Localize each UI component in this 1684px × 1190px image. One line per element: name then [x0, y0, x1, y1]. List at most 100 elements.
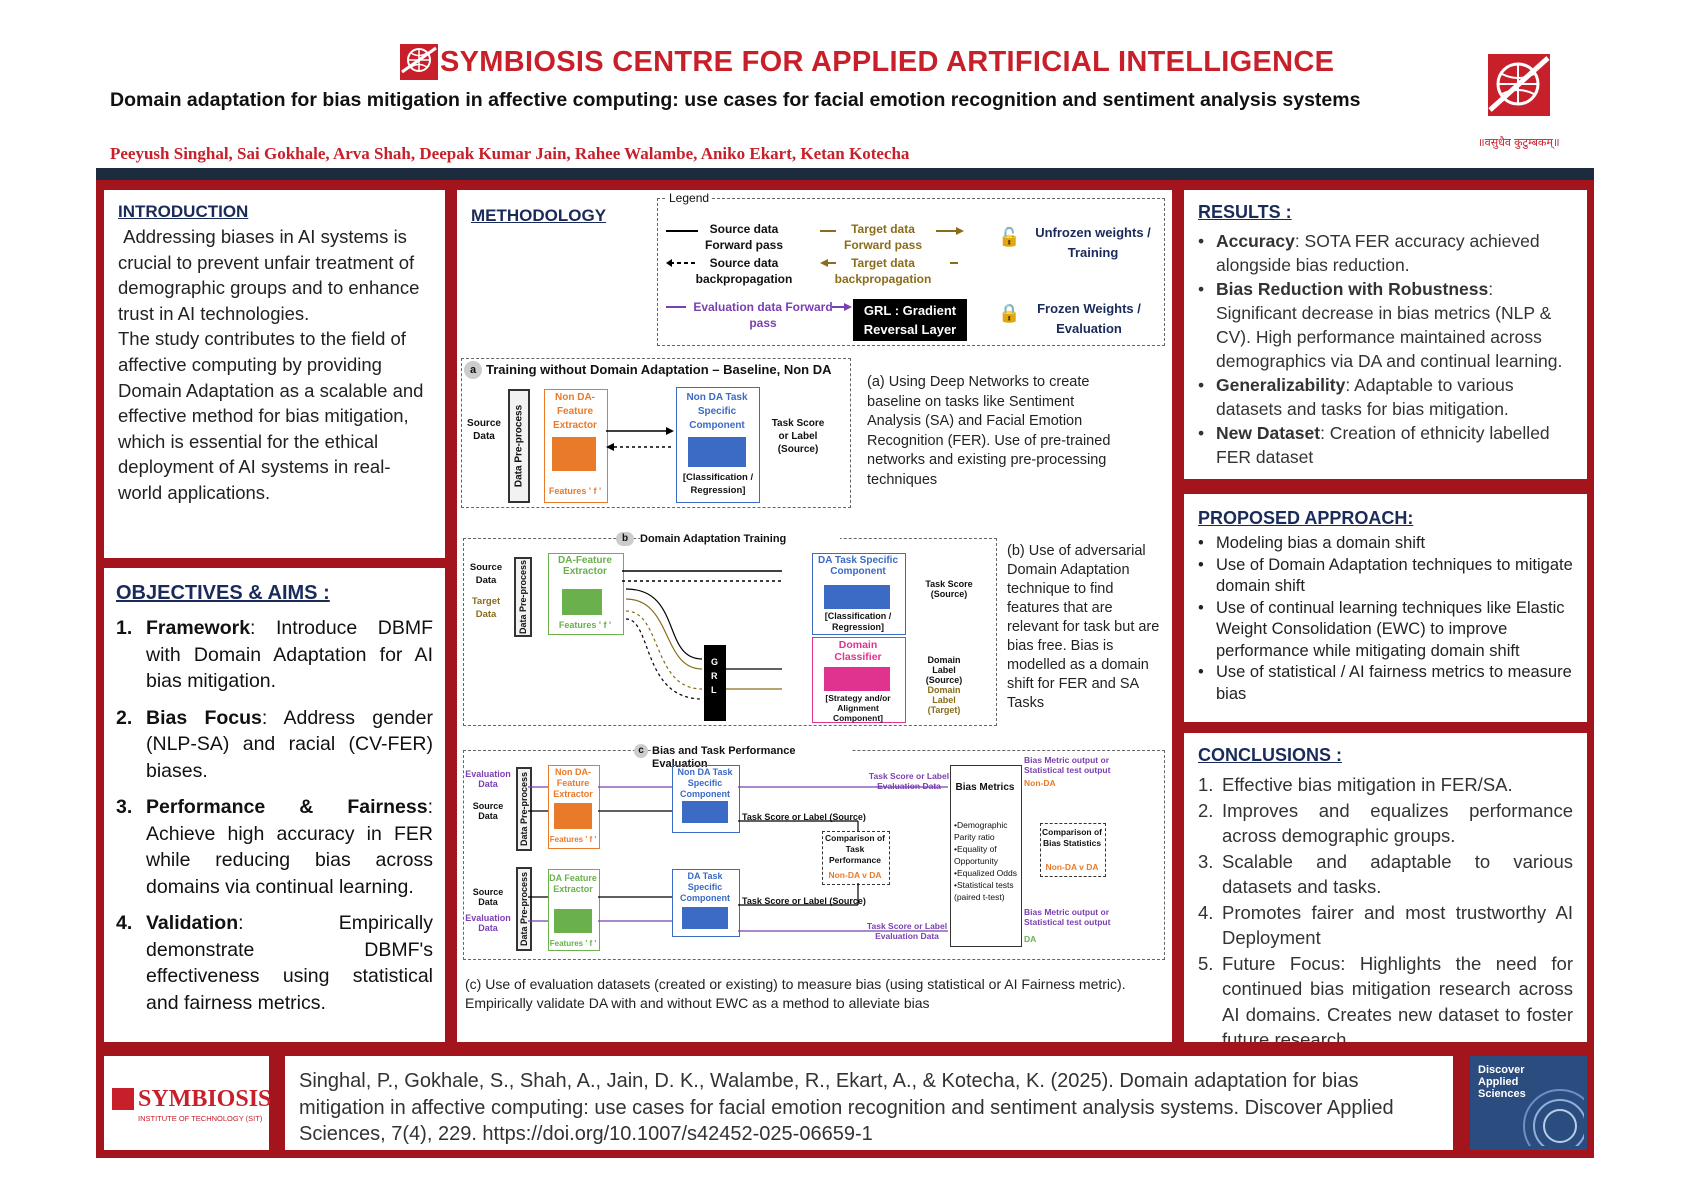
- conclusion-item: 4.Promotes fairer and most trustworthy A…: [1198, 900, 1573, 951]
- result-title: New Dataset: [1216, 423, 1321, 443]
- b-domain-tgt: Domain Label (Target): [927, 685, 961, 715]
- b-extractor-box: [548, 553, 624, 635]
- c-bias-metrics-box: [950, 765, 1022, 947]
- c-da-task-box: [672, 869, 740, 937]
- result-item: New Dataset: Creation of ethnicity label…: [1198, 421, 1573, 469]
- legend-eval-fwd: Evaluation data Forward pass: [693, 300, 833, 330]
- sit-logo-panel: SYMBIOSIS INSTITUTE OF TECHNOLOGY (SIT): [104, 1056, 272, 1150]
- conclusion-num: 4.: [1198, 901, 1214, 923]
- b-task-label: DA Task Specific Component: [817, 555, 899, 577]
- b-grl-label: G R L: [711, 657, 719, 695]
- approach-item: Modeling bias a domain shift: [1198, 533, 1575, 555]
- header-divider: [96, 168, 1594, 180]
- sit-logo-icon: [112, 1088, 134, 1110]
- legend-source-back: Source data backpropagation: [695, 256, 793, 286]
- conclusion-item: 2. Improves and equalizes performance acr…: [1198, 798, 1573, 849]
- c-nonda-ext-cnn-icon: [554, 803, 592, 829]
- b-features-label: Features ' f ': [558, 620, 612, 630]
- objectives-list: 1.Framework: Introduce DBMF with Domain …: [116, 615, 433, 1016]
- introduction-text-2: The study contributes to the field of af…: [118, 328, 424, 503]
- a-features-label: Features ' f ': [548, 486, 602, 496]
- citation-text[interactable]: Singhal, P., Gokhale, S., Shah, A., Jain…: [299, 1070, 1394, 1145]
- result-item: Accuracy: SOTA FER accuracy achieved alo…: [1198, 229, 1573, 277]
- c-comparison-task-box: [822, 831, 890, 885]
- c-metrics-list: •Demographic Parity ratio •Equality of O…: [954, 820, 1017, 902]
- conclusion-num: 3.: [1198, 850, 1214, 872]
- a-arrows-icon: [606, 427, 674, 451]
- diagram-c-title: Bias and Task Performance Evaluation: [652, 745, 852, 771]
- c-task-score-eval-bottom: Task Score or Label Evaluation Data: [866, 921, 948, 941]
- a-preprocess-label: Data Pre-process: [513, 404, 525, 488]
- conclusion-text: Improves and equalizes performance acros…: [1222, 799, 1573, 847]
- authors: Peeyush Singhal, Sai Gokhale, Arva Shah,…: [110, 144, 910, 163]
- legend-target-fwd: Target data Forward pass: [843, 222, 923, 252]
- c-eval-label-top: Evaluation Data: [465, 769, 511, 789]
- diagram-b-title: Domain Adaptation Training: [640, 533, 840, 546]
- sit-logo-name: SYMBIOSIS: [138, 1086, 272, 1112]
- objective-title: Bias Focus: [146, 706, 262, 729]
- methodology-panel: METHODOLOGY Legend Source data Forward p…: [457, 190, 1172, 1042]
- objective-item: 1.Framework: Introduce DBMF with Domain …: [116, 615, 433, 695]
- c-da-task-label: DA Task Specific Component: [680, 871, 730, 903]
- diagram-a-caption: (a) Using Deep Networks to create baseli…: [867, 374, 1111, 488]
- c-nonda-ext-box: [548, 765, 600, 849]
- c-da-ext-label: DA Feature Extractor: [549, 873, 597, 894]
- conclusions-list: 1.Effective bias mitigation in FER/SA. 2…: [1198, 772, 1573, 1042]
- conclusion-text: Effective bias mitigation in FER/SA.: [1222, 774, 1513, 795]
- c-nonda-ext-label: Non DA-Feature Extractor: [553, 767, 593, 799]
- b-preprocess-label: Data Pre-process: [518, 559, 528, 635]
- diagram-c: c Bias and Task Performance Evaluation E…: [463, 744, 1165, 960]
- b-task-net-icon: [824, 585, 890, 609]
- results-heading: RESULTS :: [1198, 202, 1292, 222]
- c-nonda-task-box: [672, 765, 740, 833]
- result-title: Bias Reduction with Robustness: [1216, 279, 1489, 299]
- c-bias-out-top: Bias Metric output or Statistical test o…: [1024, 755, 1111, 775]
- approach-list: Modeling bias a domain shift Use of Doma…: [1198, 533, 1575, 705]
- c-bias-out-bottom: Bias Metric output or Statistical test o…: [1024, 907, 1111, 927]
- introduction-text-1: Addressing biases in AI systems is cruci…: [118, 226, 425, 324]
- c-da-ext-cnn-icon: [554, 909, 592, 933]
- c-eval-label-bottom: Evaluation Data: [465, 913, 511, 933]
- diagram-a-title: Training without Domain Adaptation – Bas…: [486, 362, 832, 377]
- a-preprocess-box: Data Pre-process: [508, 389, 530, 503]
- objectives-heading: OBJECTIVES & AIMS :: [116, 582, 330, 604]
- institute-title: SYMBIOSIS CENTRE FOR APPLIED ARTIFICIAL …: [440, 46, 1335, 78]
- results-list: Accuracy: SOTA FER accuracy achieved alo…: [1198, 229, 1573, 469]
- b-domain-sub: [Strategy and/or Alignment Component]: [825, 693, 891, 723]
- a-extractor-label: Non DA-Feature Extractor: [553, 392, 597, 431]
- result-item: Bias Reduction with Robustness: Signific…: [1198, 277, 1573, 373]
- unlock-icon: 🔓: [998, 227, 1021, 247]
- b-task-out: Task Score (Source): [925, 579, 973, 599]
- c-comparison-bias-label: Comparison of Bias Statistics: [1042, 827, 1102, 848]
- objective-item: 3.Performance & Fairness: Achieve high a…: [116, 794, 433, 900]
- b-extractor-cnn-icon: [562, 589, 602, 615]
- objective-num: 4.: [116, 912, 133, 934]
- introduction-panel: INTRODUCTION Addressing biases in AI sys…: [104, 190, 445, 558]
- b-task-sub: [Classification / Regression]: [824, 611, 892, 632]
- objective-title: Framework: [146, 617, 251, 639]
- c-preprocess-top: Data Pre-process: [516, 767, 532, 851]
- result-title: Accuracy: [1216, 231, 1295, 251]
- legend-box: Legend Source data Forward pass Source d…: [657, 191, 1165, 346]
- c-preprocess-bottom: Data Pre-process: [516, 867, 532, 951]
- objective-text: : Address gender (NLP-SA) and racial (CV…: [146, 706, 433, 782]
- legend-frozen: Frozen Weights / Evaluation: [1037, 301, 1141, 336]
- a-task-label: Non DA Task Specific Component: [686, 392, 748, 431]
- legend-grl: GRL : Gradient Reversal Layer: [853, 299, 967, 341]
- c-features-top: Features ' f ': [549, 835, 597, 844]
- conclusion-item: 5.Future Focus: Highlights the need for …: [1198, 951, 1573, 1043]
- objectives-panel: OBJECTIVES & AIMS : 1.Framework: Introdu…: [104, 568, 445, 1042]
- citation-panel: Singhal, P., Gokhale, S., Shah, A., Jain…: [285, 1056, 1453, 1150]
- conclusion-num: 2.: [1198, 799, 1214, 821]
- a-output-label: Task Score or Label (Source): [771, 418, 825, 455]
- conclusions-panel: CONCLUSIONS : 1.Effective bias mitigatio…: [1184, 733, 1587, 1042]
- a-source-label: Source Data: [467, 418, 501, 442]
- a-task-net-icon: [688, 437, 746, 467]
- diagram-c-badge: c: [634, 744, 648, 758]
- objective-text: : Achieve high accuracy in FER while red…: [146, 796, 433, 898]
- diagram-c-caption: (c) Use of evaluation datasets (created …: [465, 976, 1126, 1011]
- result-title: Generalizability: [1216, 375, 1346, 395]
- b-domain-src: Domain Label (Source): [925, 655, 963, 685]
- c-nonda-task-label: Non DA Task Specific Component: [677, 767, 733, 799]
- a-extractor-box: [544, 389, 608, 503]
